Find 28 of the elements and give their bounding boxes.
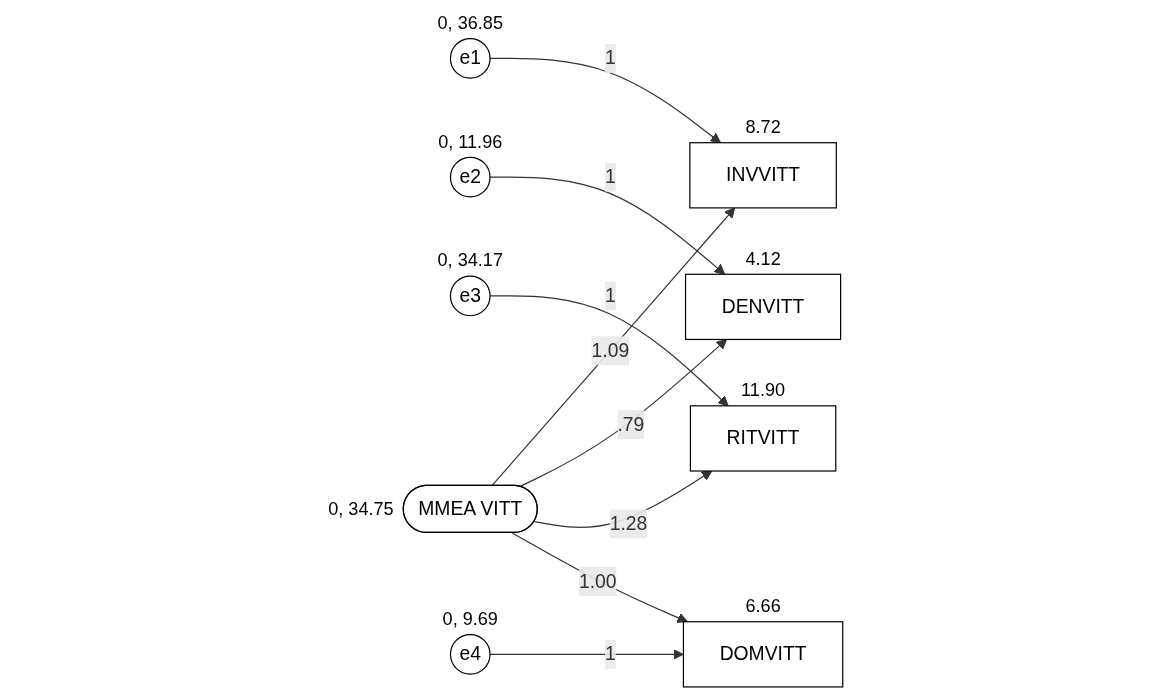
node-circle: e3 <box>449 275 491 317</box>
value-label: 0, 36.85 <box>437 12 503 33</box>
edge-label: 1 <box>604 166 616 187</box>
edge-label: 1.09 <box>591 339 630 361</box>
edge-label: .79 <box>617 413 645 435</box>
arrow <box>519 338 728 488</box>
value-label: 6.66 <box>745 596 781 617</box>
node-circle: e4 <box>449 633 491 675</box>
value-label: 0, 9.69 <box>442 608 498 629</box>
value-label: 0, 11.96 <box>438 131 503 152</box>
value-label: 8.72 <box>745 117 781 138</box>
edge-label: 1 <box>604 285 616 306</box>
value-label: 0, 34.17 <box>437 250 503 271</box>
node-circle: e1 <box>449 38 491 79</box>
arrow <box>511 532 688 623</box>
value-label: 11.90 <box>741 380 786 401</box>
node-box: DOMVITT <box>682 621 844 688</box>
edge-label: 1.28 <box>609 513 648 534</box>
value-label: 0, 34.75 <box>328 498 394 519</box>
edge-label: 1 <box>604 643 616 664</box>
node-circle: e2 <box>449 156 491 198</box>
edge-label: 1.00 <box>579 570 617 592</box>
edge-label: 1 <box>604 47 616 69</box>
value-label: 4.12 <box>745 248 781 269</box>
node-box: INVVITT <box>689 142 837 209</box>
arrow <box>491 207 736 487</box>
node-box: DENVITT <box>684 273 842 341</box>
node-box: RITVITT <box>689 405 837 472</box>
